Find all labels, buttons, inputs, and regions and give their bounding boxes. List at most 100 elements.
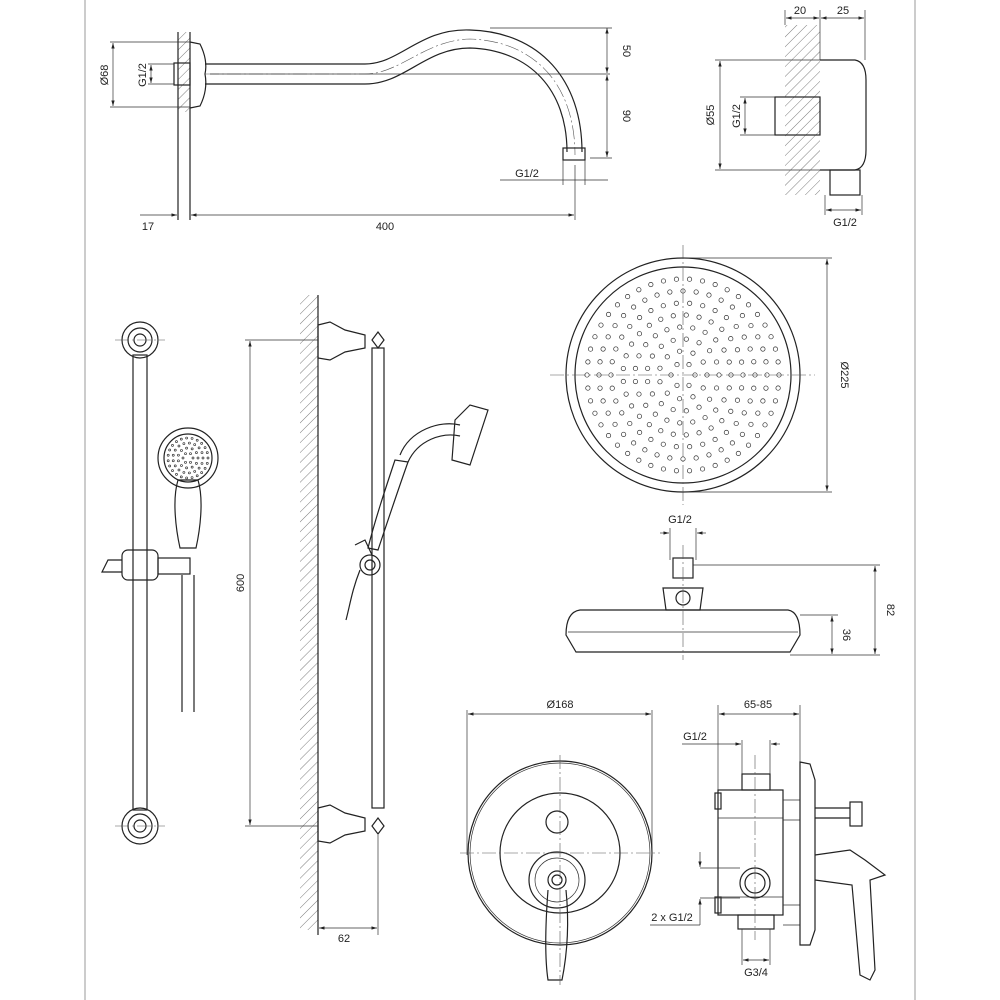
slide-rail-side-view: 600 62 (235, 295, 489, 945)
nozzle-dot (700, 303, 706, 309)
nozzle-dot (768, 410, 774, 416)
nozzle-dot (185, 466, 188, 470)
nozzle-dot (755, 334, 761, 340)
nozzle-dot (687, 276, 693, 282)
nozzle-dot (768, 334, 774, 340)
nozzle-dot (621, 313, 627, 319)
nozzle-dot (648, 307, 654, 314)
nozzle-dot (673, 468, 679, 474)
nozzle-dot (760, 398, 766, 404)
nozzle-dot (205, 451, 209, 454)
nozzle-dot (203, 446, 207, 449)
nozzle-dot (175, 472, 178, 476)
nozzle-dot (686, 362, 692, 368)
nozzle-dot (636, 457, 642, 463)
nozzle-dot (629, 341, 635, 347)
nozzle-dot (677, 324, 683, 330)
nozzle-dot (721, 397, 727, 403)
nozzle-dot (718, 297, 724, 303)
dim-rail-projection: 62 (338, 933, 350, 945)
nozzle-dot (645, 379, 651, 385)
dim-head-diameter: Ø225 (838, 362, 850, 389)
nozzle-dot (658, 401, 664, 407)
nozzle-dot (664, 327, 670, 333)
nozzle-dot (772, 346, 778, 352)
nozzle-dot (632, 378, 638, 385)
nozzle-dot (712, 462, 718, 469)
nozzle-dot (184, 460, 187, 464)
nozzle-dot (707, 396, 713, 402)
nozzle-dot (739, 385, 745, 391)
nozzle-dot (637, 429, 643, 436)
dim-mixer-thread-side: 2 x G1/2 (651, 912, 693, 924)
nozzle-dot (636, 353, 642, 359)
nozzle-dot (625, 450, 631, 456)
nozzle-dot (637, 314, 643, 321)
nozzle-dot (741, 334, 747, 340)
nozzle-dot (197, 446, 201, 450)
nozzle-dot (763, 359, 769, 365)
nozzle-dot (690, 350, 696, 356)
nozzle-dot (646, 322, 652, 328)
nozzle-dot (614, 302, 621, 308)
nozzle-dot (706, 452, 712, 458)
nozzle-dot (621, 431, 627, 437)
nozzle-dot (654, 452, 660, 458)
nozzle-dot (196, 456, 200, 460)
nozzle-dot (719, 418, 725, 424)
nozzle-dot (206, 456, 210, 460)
nozzle-dot (193, 470, 197, 473)
nozzle-dot (642, 447, 648, 453)
nozzle-dot (690, 419, 696, 425)
nozzle-dot (173, 448, 177, 452)
nozzle-dot (775, 385, 781, 391)
nozzle-dot (585, 385, 591, 391)
nozzle-dot (609, 359, 615, 365)
nozzle-dot (739, 431, 745, 437)
nozzle-dot (654, 292, 660, 298)
nozzle-dot (712, 436, 718, 443)
nozzle-dot (677, 420, 683, 426)
nozzle-dot (177, 468, 181, 472)
nozzle-dot (718, 447, 724, 453)
nozzle-dot (597, 385, 603, 391)
nozzle-dot (620, 365, 626, 372)
nozzle-dot (619, 334, 625, 340)
nozzle-dot (741, 410, 747, 416)
nozzle-dot (658, 343, 664, 349)
nozzle-dot (713, 407, 719, 413)
nozzle-dot (683, 312, 689, 318)
nozzle-dot (181, 456, 185, 460)
nozzle-dot (605, 311, 612, 317)
nozzle-dot (180, 464, 183, 467)
shower-head-top-view: Ø225 (550, 245, 850, 505)
nozzle-dot (625, 294, 631, 300)
nozzle-dot (702, 329, 708, 335)
nozzle-dot (687, 444, 693, 450)
dim-outlet-diameter: Ø55 (705, 105, 717, 126)
nozzle-dot (642, 297, 648, 303)
nozzle-dot (670, 337, 676, 343)
nozzle-dot (188, 471, 191, 475)
nozzle-dot (755, 410, 761, 416)
nozzle-dot (670, 313, 676, 319)
mixer-side-view: 65-85 G1/2 2 x G1/2 G3/4 (650, 699, 887, 981)
nozzle-dot (648, 436, 654, 443)
nozzle-dot (762, 322, 768, 328)
nozzle-dot (200, 442, 204, 445)
nozzle-dot (627, 420, 633, 427)
nozzle-dot (728, 336, 734, 342)
nozzle-dot (699, 278, 706, 284)
nozzle-dot (714, 359, 720, 365)
nozzle-dot (623, 391, 629, 397)
dim-arm-drop: 90 (620, 110, 632, 122)
dim-head-height: 36 (840, 629, 852, 641)
nozzle-dot (171, 459, 175, 463)
nozzle-dot (188, 441, 191, 445)
nozzle-dot (177, 444, 181, 448)
nozzle-dot (588, 346, 594, 352)
nozzle-dot (660, 303, 666, 309)
dim-outlet-thread-out: G1/2 (833, 217, 857, 229)
nozzle-dot (690, 325, 696, 331)
